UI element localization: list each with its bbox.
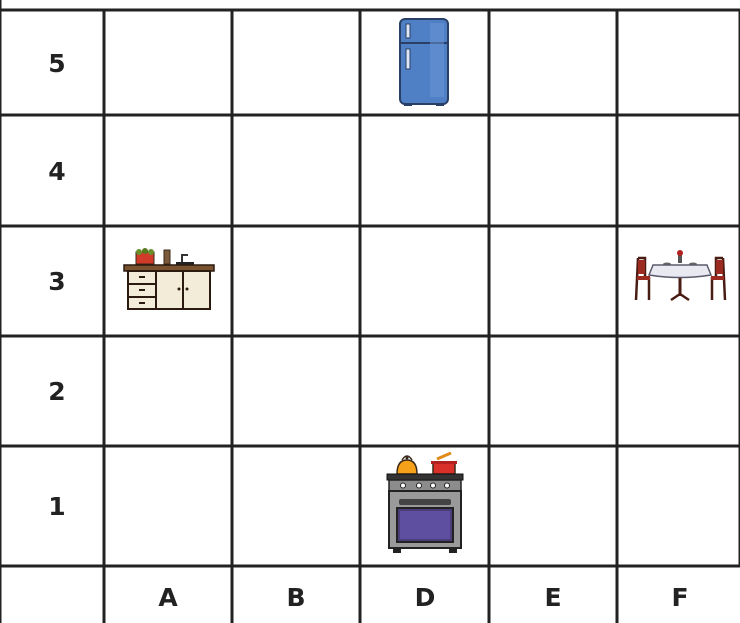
column-label-d: D	[415, 583, 436, 612]
dining-table-icon	[636, 250, 725, 300]
row-label-4: 4	[48, 157, 65, 186]
row-label-5: 5	[48, 49, 65, 78]
column-label-f: F	[671, 583, 688, 612]
refrigerator-icon	[400, 19, 448, 106]
stove-icon	[387, 453, 463, 553]
row-label-3: 3	[48, 267, 65, 296]
kitchen-counter-icon	[124, 248, 214, 309]
row-label-1: 1	[48, 492, 65, 521]
column-label-b: B	[286, 583, 305, 612]
column-label-a: A	[158, 583, 178, 612]
column-label-e: E	[544, 583, 561, 612]
row-label-2: 2	[48, 377, 65, 406]
